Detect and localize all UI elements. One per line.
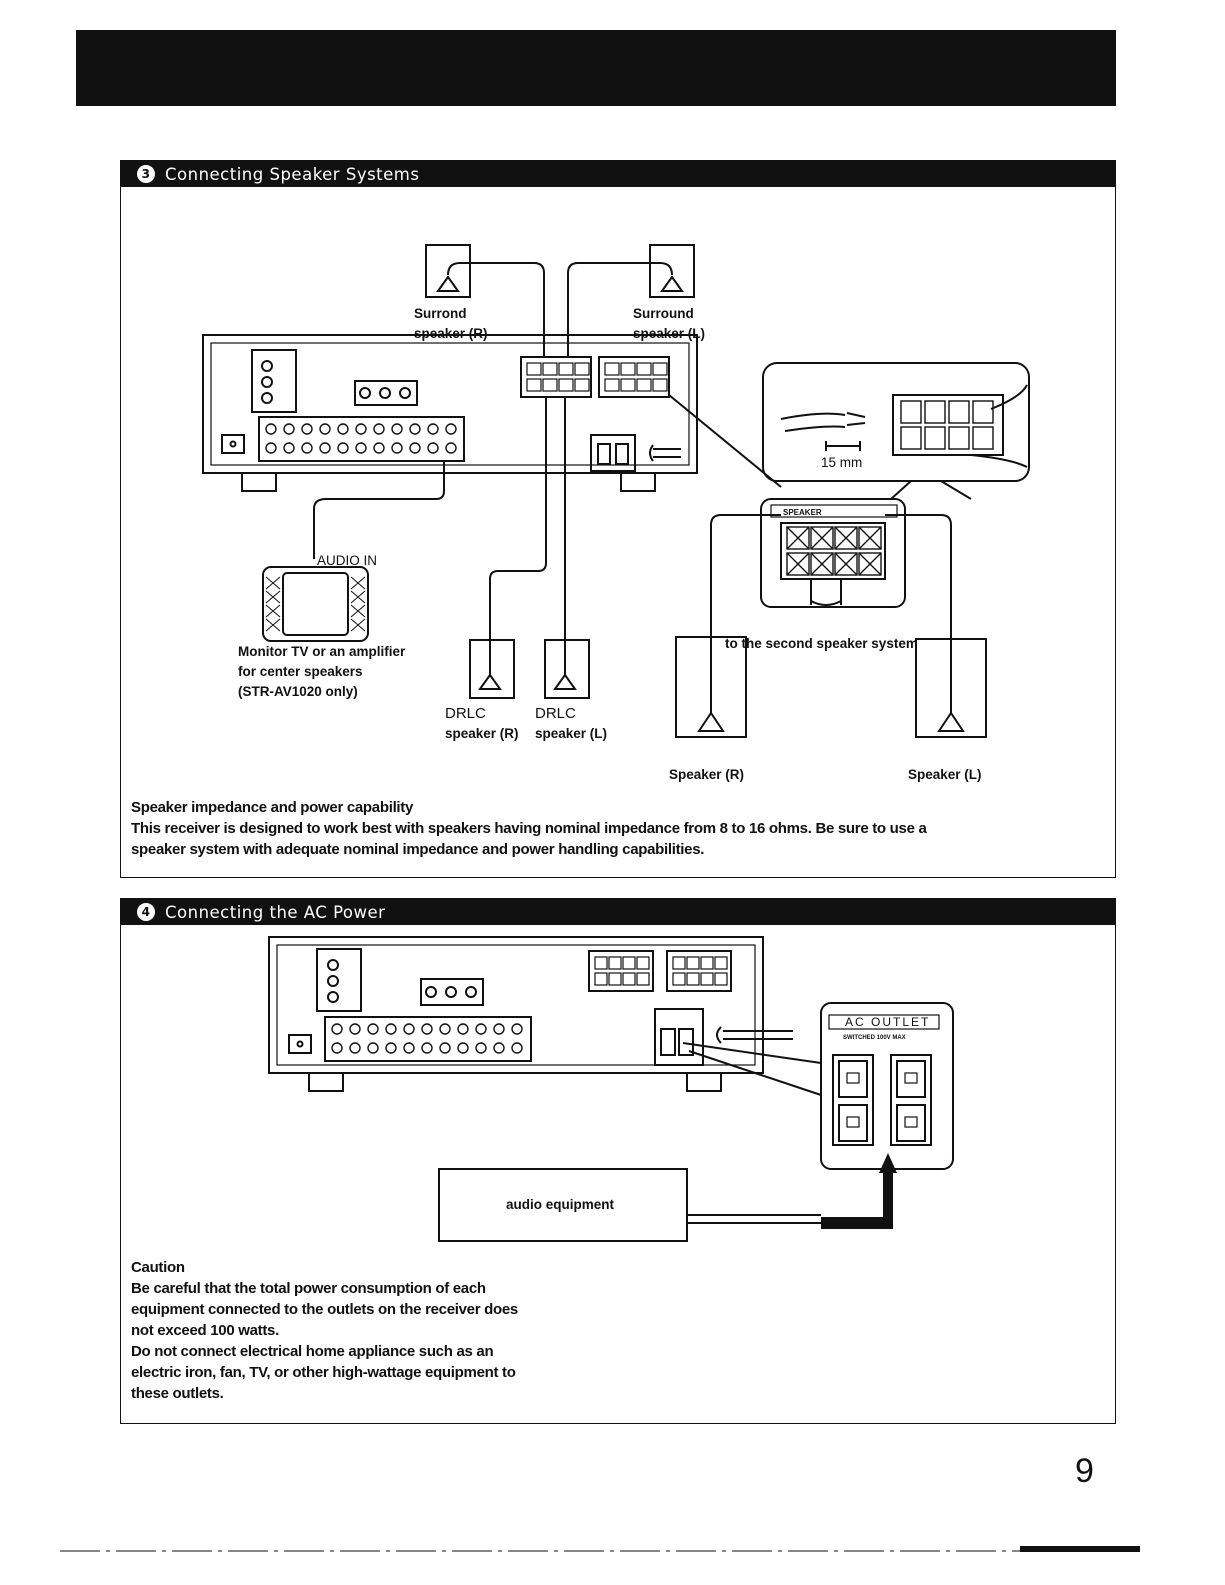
- section-connecting-speakers: 3 Connecting Speaker Systems: [120, 160, 1116, 878]
- step-number: 4: [137, 903, 155, 921]
- audio-equipment-box: [438, 1168, 688, 1242]
- label-speaker-r: Speaker (R): [669, 767, 744, 782]
- label-surround-r: speaker (R): [414, 326, 488, 341]
- note-title: Speaker impedance and power capability: [131, 799, 414, 816]
- section-header: 4 Connecting the AC Power: [121, 899, 1115, 925]
- receiver-back-panel: [202, 334, 698, 474]
- receiver-foot: [686, 1072, 722, 1092]
- receiver-foot: [241, 472, 277, 492]
- speaker-connection-diagram: Surrond speaker (R) Surround speaker (L)…: [202, 244, 1030, 782]
- caution-body: Be careful that the total power consumpt…: [131, 1280, 518, 1402]
- bottom-rule: [60, 1546, 1140, 1552]
- page-number: 9: [1075, 1452, 1094, 1490]
- label-drlc-r: DRLC: [445, 705, 486, 722]
- label-audio-in: AUDIO IN: [317, 553, 377, 568]
- label-monitor: (STR-AV1020 only): [238, 684, 358, 699]
- caution-note: Caution Be careful that the total power …: [131, 1257, 691, 1404]
- section-ac-power: 4 Connecting the AC Power: [120, 898, 1116, 1424]
- label-surround-l: Surround: [633, 306, 694, 321]
- label-drlc-l: DRLC: [535, 705, 576, 722]
- section-header: 3 Connecting Speaker Systems: [121, 161, 1115, 187]
- receiver-back-panel: [268, 936, 764, 1074]
- label-monitor: for center speakers: [238, 664, 363, 679]
- label-surround-r: Surrond: [414, 306, 467, 321]
- label-monitor: Monitor TV or an amplifier: [238, 644, 406, 659]
- label-surround-l: speaker (L): [633, 326, 705, 341]
- label-speaker-l: Speaker (L): [908, 767, 982, 782]
- label-ac-outlet: AC OUTLET: [845, 1015, 930, 1029]
- label-switched: SWITCHED 100V MAX: [843, 1035, 906, 1041]
- section-title: Connecting Speaker Systems: [165, 164, 420, 184]
- ac-power-diagram: AC OUTLET SWITCHED 100V MAX audio equipm…: [268, 936, 954, 1242]
- impedance-note: Speaker impedance and power capability T…: [131, 797, 1101, 860]
- label-drlc-r: speaker (R): [445, 726, 519, 741]
- step-number: 3: [137, 165, 155, 183]
- caution-title: Caution: [131, 1259, 185, 1276]
- note-body: This receiver is designed to work best w…: [131, 820, 927, 858]
- receiver-foot: [620, 472, 656, 492]
- label-audio-equipment: audio equipment: [506, 1197, 615, 1212]
- header-band: [76, 30, 1116, 106]
- label-drlc-l: speaker (L): [535, 726, 607, 741]
- section-title: Connecting the AC Power: [165, 902, 386, 922]
- label-speaker-panel: SPEAKER: [783, 508, 822, 517]
- label-second-system: to the second speaker system: [725, 636, 918, 651]
- label-15mm: 15 mm: [821, 455, 862, 470]
- receiver-foot: [308, 1072, 344, 1092]
